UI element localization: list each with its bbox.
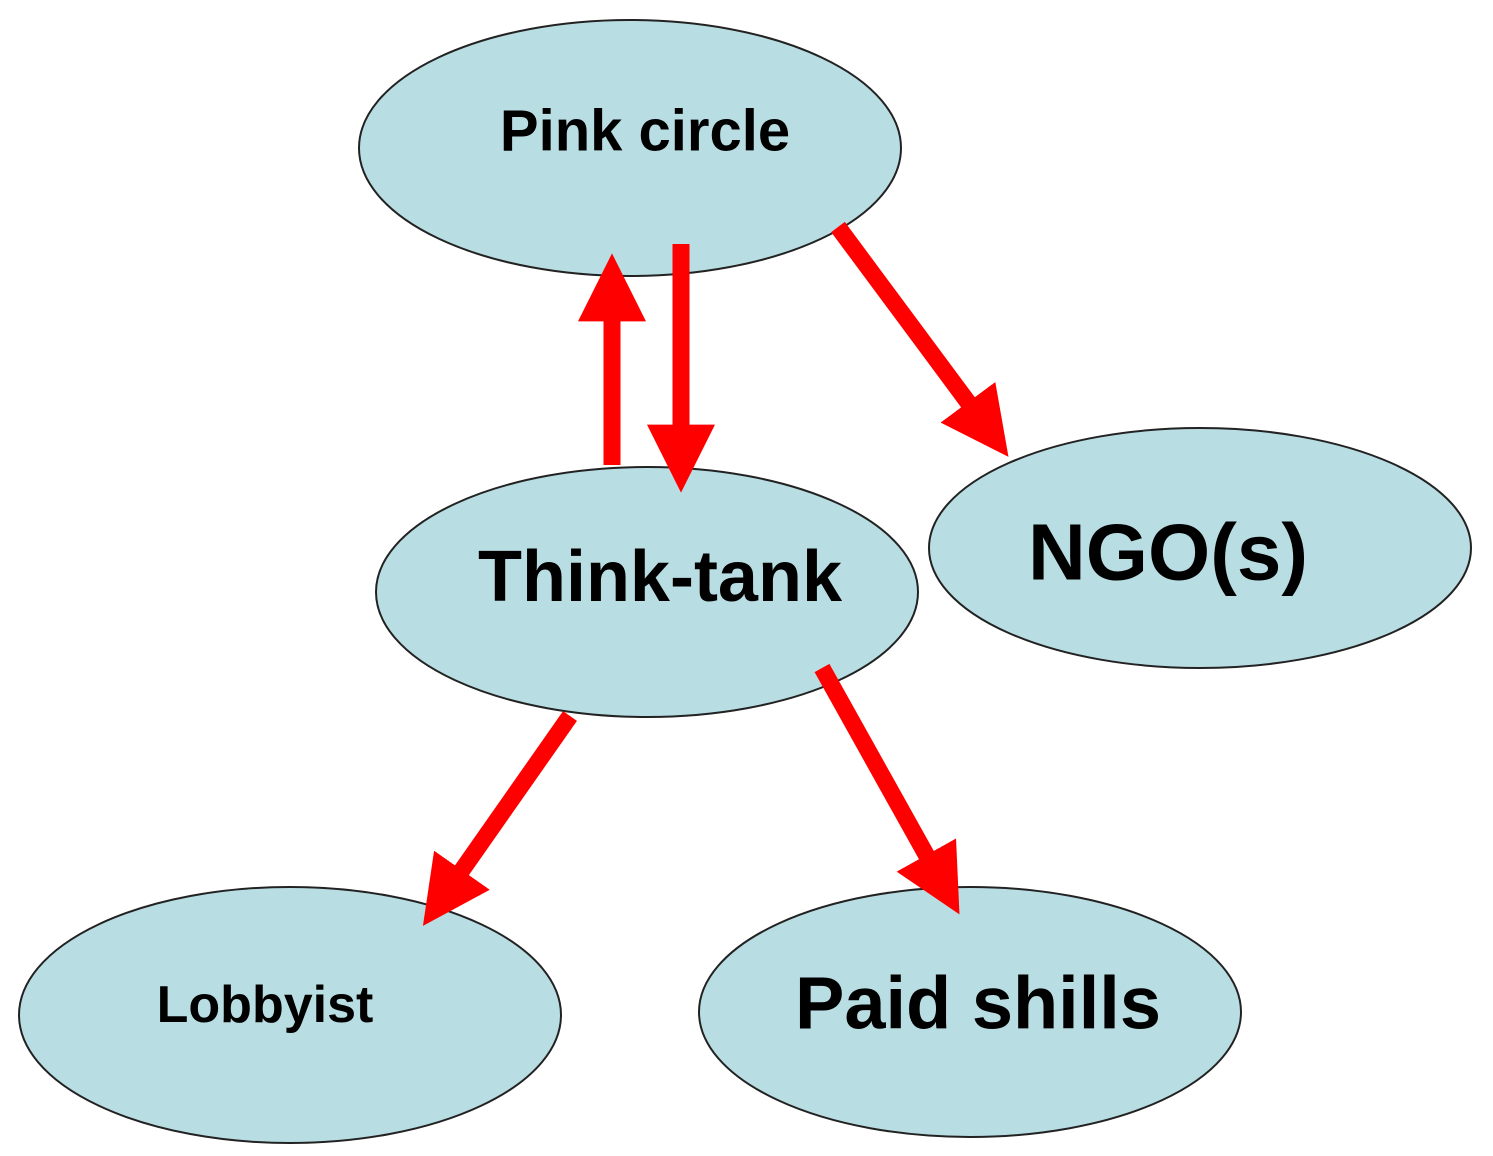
node-paid-shills[interactable]: Paid shills [698, 886, 1242, 1138]
node-ngos-label: NGO(s) [1028, 508, 1308, 597]
node-pink-circle[interactable]: Pink circle [358, 19, 902, 277]
node-paid-shills-shape [698, 886, 1242, 1138]
arrow-think-tank-to-lobbyist [422, 711, 577, 926]
node-ngos[interactable]: NGO(s) [928, 427, 1472, 669]
node-lobbyist-label: Lobbyist [157, 976, 374, 1034]
node-ngos-shape [928, 427, 1472, 669]
node-think-tank[interactable]: Think-tank [375, 466, 919, 718]
edges-layer [422, 221, 1009, 926]
node-paid-shills-label: Paid shills [795, 962, 1161, 1045]
arrow-pink-circle-to-ngos [831, 221, 1009, 457]
node-think-tank-label: Think-tank [478, 537, 843, 617]
node-pink-circle-label: Pink circle [500, 99, 790, 164]
node-lobbyist-shape [18, 886, 562, 1144]
node-lobbyist[interactable]: Lobbyist [18, 886, 562, 1144]
arrow-think-tank-to-paid-shills [814, 663, 960, 915]
